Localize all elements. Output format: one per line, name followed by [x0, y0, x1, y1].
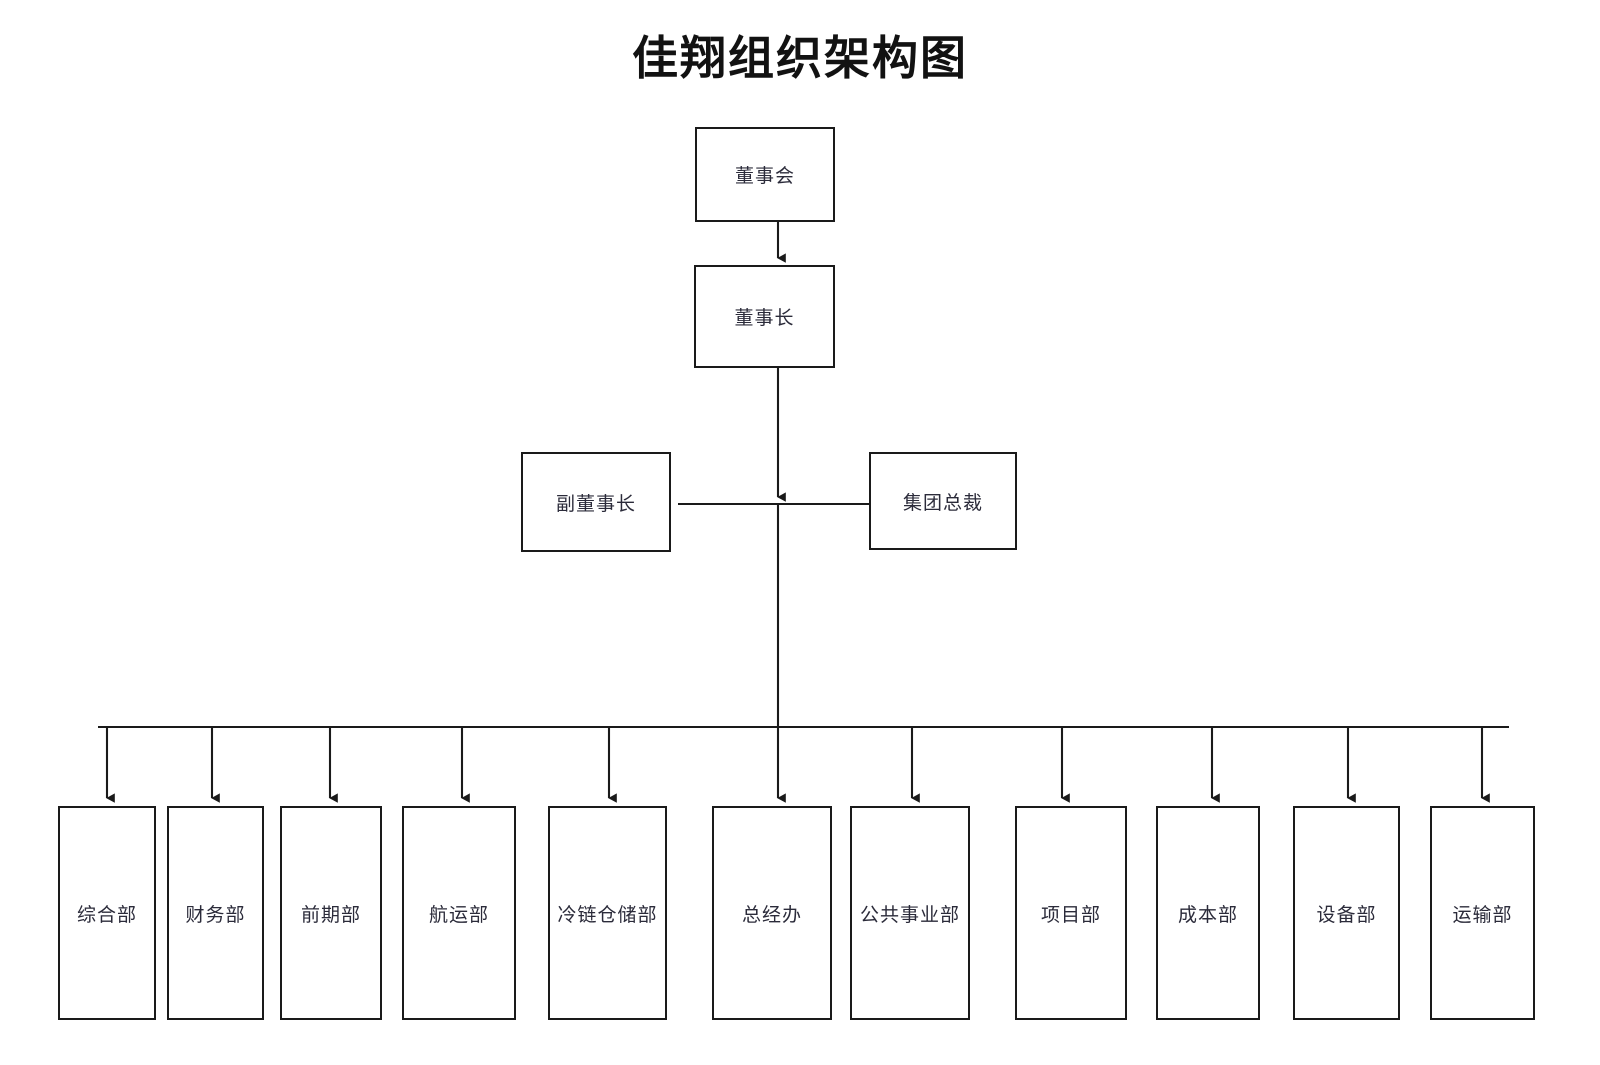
page-title: 佳翔组织架构图: [632, 33, 968, 84]
node-department-zongjingban[interactable]: 总经办: [712, 806, 832, 1020]
node-department-lenglian-cangchubu[interactable]: 冷链仓储部: [548, 806, 667, 1020]
node-department-yunshubu[interactable]: 运输部: [1430, 806, 1535, 1020]
node-department-hangyunbu[interactable]: 航运部: [402, 806, 516, 1020]
node-department-zonghebu[interactable]: 综合部: [58, 806, 156, 1020]
node-department-chengbenbu[interactable]: 成本部: [1156, 806, 1260, 1020]
node-department-caiwubu[interactable]: 财务部: [167, 806, 264, 1020]
node-chairman[interactable]: 董事长: [694, 265, 835, 368]
node-department-gonggong-shiyebu[interactable]: 公共事业部: [850, 806, 970, 1020]
node-group-president[interactable]: 集团总裁: [869, 452, 1017, 550]
node-department-shebeibu[interactable]: 设备部: [1293, 806, 1400, 1020]
node-vice-chairman[interactable]: 副董事长: [521, 452, 671, 552]
node-board[interactable]: 董事会: [695, 127, 835, 222]
node-department-xiangmubu[interactable]: 项目部: [1015, 806, 1127, 1020]
node-department-qianqibu[interactable]: 前期部: [280, 806, 382, 1020]
